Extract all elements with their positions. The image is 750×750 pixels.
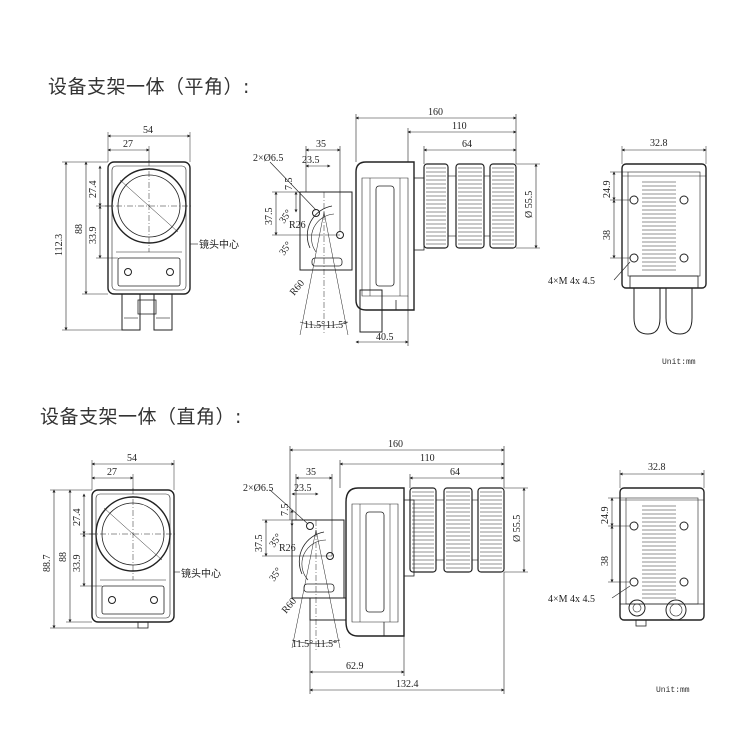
back-view-right-angle-fins: [642, 505, 676, 599]
dim-7-5: 7.5: [284, 178, 295, 191]
dim-angle-35-lower-b: 35°: [267, 566, 284, 584]
dim-112-3: 112.3: [54, 234, 65, 256]
dim-r60: R60: [288, 278, 307, 298]
unit-label-b: Unit:mm: [656, 686, 690, 695]
dim-88-b: 88: [58, 552, 69, 562]
section-title-flat: 设备支架一体（平角）:: [48, 76, 250, 98]
dim-110: 110: [452, 121, 467, 132]
dim-24-9-b: 24.9: [600, 507, 611, 525]
unit-label: Unit:mm: [662, 358, 696, 367]
dim-54-b: 54: [127, 453, 137, 464]
side-view-flat-knurl: [426, 167, 514, 245]
dim-37-5: 37.5: [264, 208, 275, 226]
dim-r26-b: R26: [279, 543, 296, 554]
dim-screw: 4×M 4x 4.5: [548, 276, 595, 287]
dim-38: 38: [602, 230, 613, 240]
dim-23-5-b: 23.5: [294, 483, 312, 494]
dim-angle-11-5-left-b: 11.5°: [292, 639, 313, 650]
back-view-flat-fins: [642, 181, 676, 271]
side-view-right-angle: [291, 487, 505, 650]
side-view-right-angle-dims: [262, 446, 528, 694]
dim-27: 27: [123, 139, 133, 150]
dim-r60-b: R60: [280, 596, 299, 616]
dim-88: 88: [74, 224, 85, 234]
dim-24-9: 24.9: [602, 181, 613, 199]
dim-88-7: 88.7: [42, 555, 53, 573]
dim-32-8: 32.8: [650, 138, 668, 149]
dim-diameter-b: Ø 55.5: [512, 515, 523, 542]
dim-38-b: 38: [600, 556, 611, 566]
dim-160-b: 160: [388, 439, 403, 450]
dim-r26: R26: [289, 220, 306, 231]
dim-screw-b: 4×M 4x 4.5: [548, 594, 595, 605]
dim-110-b: 110: [420, 453, 435, 464]
dim-hole-b: 2×Ø6.5: [243, 483, 273, 494]
dim-64: 64: [462, 139, 472, 150]
dim-64-b: 64: [450, 467, 460, 478]
dim-35: 35: [316, 139, 326, 150]
dim-32-8-b: 32.8: [648, 462, 666, 473]
dim-angle-35-lower: 35°: [277, 240, 294, 258]
dim-35-b: 35: [306, 467, 316, 478]
back-view-flat: [610, 146, 707, 335]
dim-27-b: 27: [107, 467, 117, 478]
dim-54: 54: [143, 125, 153, 136]
front-view-right-angle: [50, 460, 180, 629]
dim-angle-11-5-right: 11.5°: [326, 320, 347, 331]
dim-33-9: 33.9: [88, 227, 99, 245]
dim-hole: 2×Ø6.5: [253, 153, 283, 164]
dim-angle-11-5-left: 11.5°: [304, 320, 325, 331]
dim-27-4: 27.4: [88, 181, 99, 199]
dim-132-4: 132.4: [396, 679, 419, 690]
side-view-flat-dims: [269, 114, 540, 346]
dim-37-5-b: 37.5: [254, 535, 265, 553]
dim-angle-11-5-right-b: 11.5°: [316, 639, 337, 650]
dim-23-5: 23.5: [302, 155, 320, 166]
lens-center-label: 镜头中心: [199, 238, 239, 251]
dim-33-9-b: 33.9: [72, 555, 83, 573]
lens-center-label-b: 镜头中心: [181, 567, 221, 580]
dim-62-9: 62.9: [346, 661, 364, 672]
side-view-flat: [299, 161, 517, 336]
front-view-flat: [62, 132, 198, 331]
dim-40-5: 40.5: [376, 332, 394, 343]
back-view-right-angle: [608, 470, 705, 627]
dim-diameter: Ø 55.5: [524, 191, 535, 218]
dim-27-4-b: 27.4: [72, 509, 83, 527]
section-title-right-angle: 设备支架一体（直角）:: [40, 406, 242, 428]
side-view-right-angle-knurl: [412, 491, 502, 569]
dim-160: 160: [428, 107, 443, 118]
dim-7-5-b: 7.5: [280, 504, 291, 517]
